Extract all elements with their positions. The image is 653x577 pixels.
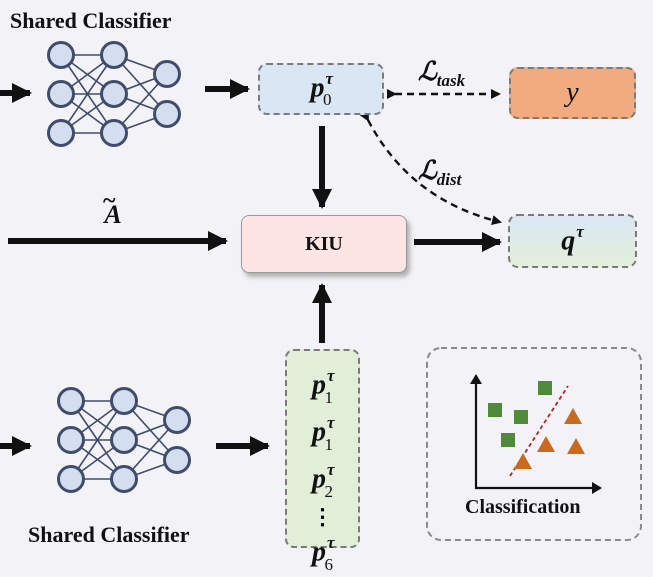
p0-box: pτ0 (258, 63, 384, 115)
p0-sup: τ (325, 68, 334, 88)
network-edge (60, 54, 115, 134)
network-node (110, 426, 138, 454)
network-node (57, 426, 85, 454)
adjacency-tilde: ~ (103, 188, 116, 214)
network-node (153, 100, 181, 128)
network-node (57, 387, 85, 415)
y-axis-arrowhead (470, 374, 482, 384)
bottom-classifier-title: Shared Classifier (28, 522, 190, 547)
classification-caption: Classification (465, 496, 581, 518)
adjacency-label: ~ A (101, 188, 125, 230)
p-stack-item-last: pτ6 (311, 532, 335, 574)
x-axis-arrowhead (592, 482, 602, 494)
dist-loss-sub: dist (436, 170, 462, 190)
network-node (163, 406, 191, 434)
classification-panel-frame (426, 347, 642, 541)
p-stack-ellipsis: ⋮ (311, 503, 334, 529)
network-node (57, 465, 85, 493)
plot-axes (474, 376, 600, 490)
network-node (153, 60, 181, 88)
dist-loss-arrow (359, 110, 502, 225)
p-stack-item-1: pτ1 (311, 366, 335, 407)
q-base: q (561, 225, 576, 257)
kiu-label: KIU (305, 232, 343, 255)
network-node (110, 465, 138, 493)
class-a-square (488, 403, 502, 417)
class-a-square (514, 410, 528, 424)
q-box: qτ (509, 215, 636, 267)
class-b-triangle (514, 453, 532, 469)
p0-base: p (310, 71, 325, 103)
adjacency-base: A (104, 200, 122, 229)
network-node (110, 387, 138, 415)
task-loss-script: ℒ (418, 57, 437, 86)
classification-plot-icon (470, 374, 602, 494)
class-a-square (538, 381, 552, 395)
class-b-triangle (567, 438, 585, 454)
task-loss-sub: task (436, 71, 466, 91)
y-label: y (566, 77, 579, 108)
p-stack-item-2: pτ1 (311, 412, 335, 454)
top-neural-network-icon (47, 41, 181, 147)
p-stack-box: pτ1 pτ1 pτ2 ⋮ pτ6 (285, 349, 360, 574)
task-loss-label: ℒtask (418, 57, 465, 91)
class-b-triangle (564, 408, 582, 424)
q-sup: τ (576, 222, 584, 242)
q-box-background (508, 214, 637, 268)
network-node (163, 446, 191, 474)
y-box: y (509, 67, 636, 119)
network-node (100, 41, 128, 69)
p-stack-item-3: pτ2 (311, 459, 335, 501)
network-edge (70, 400, 125, 480)
network-node (47, 119, 75, 147)
network-node (47, 41, 75, 69)
top-classifier-title: Shared Classifier (10, 8, 172, 33)
bottom-neural-network-icon (57, 387, 191, 493)
kiu-box: KIU (241, 215, 407, 273)
network-node (100, 119, 128, 147)
network-node (100, 80, 128, 108)
network-node (47, 80, 75, 108)
class-a-square (501, 433, 515, 447)
dist-loss-script: ℒ (418, 156, 437, 185)
class-b-triangle (537, 436, 555, 452)
p0-sub: 0 (323, 90, 332, 110)
dist-loss-label: ℒdist (418, 156, 461, 190)
